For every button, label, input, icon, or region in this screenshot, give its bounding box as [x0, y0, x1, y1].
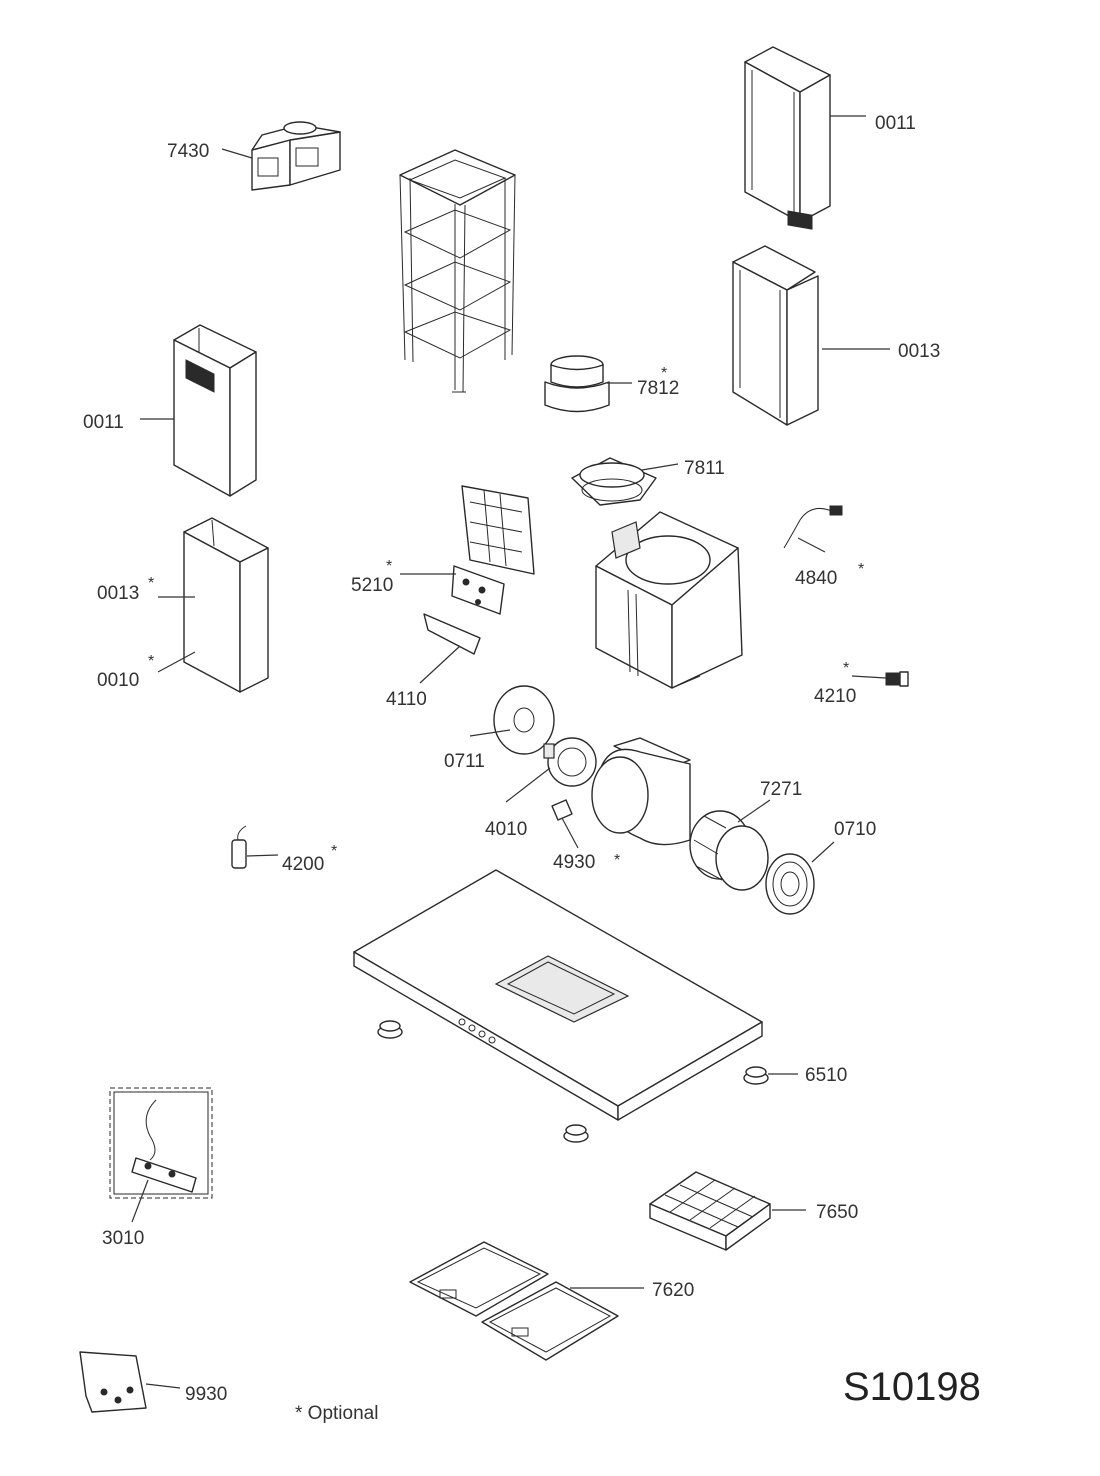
star-4200: *	[331, 843, 337, 860]
part-0711-plate	[493, 685, 555, 755]
part-4010-motor	[543, 737, 597, 787]
label-6510: 6510	[805, 1065, 847, 1086]
leader-0710	[811, 841, 835, 863]
star-4930: *	[614, 852, 620, 869]
label-0710: 0710	[834, 819, 876, 840]
label-4200: 4200	[282, 854, 324, 875]
part-7812-collar	[544, 355, 610, 413]
label-7271: 7271	[760, 779, 802, 800]
part-7271-impeller	[689, 810, 769, 891]
label-0010: 0010	[97, 670, 139, 691]
leader-4930	[561, 817, 579, 849]
label-4110: 4110	[386, 689, 427, 710]
star-4210: *	[843, 660, 849, 677]
label-0013-left: 0013	[97, 583, 139, 604]
label-4010: 4010	[485, 819, 527, 840]
label-7812: 7812	[637, 378, 679, 399]
part-motor-housing	[595, 511, 743, 689]
leader-4110	[419, 645, 461, 684]
part-7620-grease-filters	[409, 1241, 619, 1361]
part-0011-upper-cover-right	[744, 46, 831, 230]
part-7811-flange	[571, 457, 657, 506]
star-0010: *	[148, 653, 154, 670]
star-0013-left: *	[148, 575, 154, 592]
leader-0711	[469, 729, 511, 737]
part-blower-housing	[591, 737, 691, 846]
leader-4210	[851, 675, 887, 679]
part-6510-feet	[377, 1020, 769, 1143]
part-electronics-box	[461, 485, 535, 575]
part-canopy-panel	[353, 869, 763, 1121]
label-4210: 4210	[814, 686, 856, 707]
part-4210-connector	[885, 671, 909, 687]
label-4840: 4840	[795, 568, 837, 589]
part-4840-cable	[783, 505, 843, 549]
label-7811: 7811	[684, 458, 725, 479]
leader-4010	[505, 767, 551, 803]
part-chimney-frame	[399, 149, 516, 393]
leader-7430	[221, 148, 253, 159]
diagram-code: S10198	[843, 1365, 981, 1409]
part-5210-board	[451, 565, 505, 615]
optional-note: * Optional	[295, 1403, 378, 1424]
leader-3010	[131, 1179, 149, 1223]
label-4930: 4930	[553, 852, 595, 873]
part-0710-grille	[765, 853, 815, 915]
part-0013-0010-cover-left	[183, 517, 269, 693]
part-0013-lower-cover-right	[732, 245, 819, 426]
label-0711: 0711	[444, 751, 485, 772]
star-7812: *	[661, 365, 667, 382]
label-0011-top: 0011	[875, 113, 916, 134]
part-7650-carbon-filter	[649, 1171, 771, 1251]
leader-4200	[246, 854, 279, 857]
part-9930-fixing-kit	[79, 1351, 147, 1413]
part-7430-diverter	[251, 121, 341, 191]
star-5210: *	[386, 558, 392, 575]
part-4930-cap	[551, 799, 573, 821]
label-5210: 5210	[351, 575, 393, 596]
leader-7811	[641, 463, 679, 471]
part-3010-cable-kit	[109, 1087, 213, 1199]
label-7650: 7650	[816, 1202, 858, 1223]
leader-0010	[157, 651, 196, 673]
part-0011-upper-cover-left	[173, 324, 257, 497]
label-0013-top: 0013	[898, 341, 940, 362]
leader-7271	[737, 799, 771, 823]
part-4110-bracket	[423, 613, 481, 655]
leader-9930	[145, 1383, 181, 1389]
label-7430: 7430	[167, 141, 209, 162]
label-3010: 3010	[102, 1228, 144, 1249]
label-7620: 7620	[652, 1280, 694, 1301]
leader-4840	[797, 537, 826, 553]
part-4200-capacitor	[231, 825, 247, 869]
label-0011-left: 0011	[83, 412, 124, 433]
star-4840: *	[858, 561, 864, 578]
label-9930: 9930	[185, 1384, 227, 1405]
